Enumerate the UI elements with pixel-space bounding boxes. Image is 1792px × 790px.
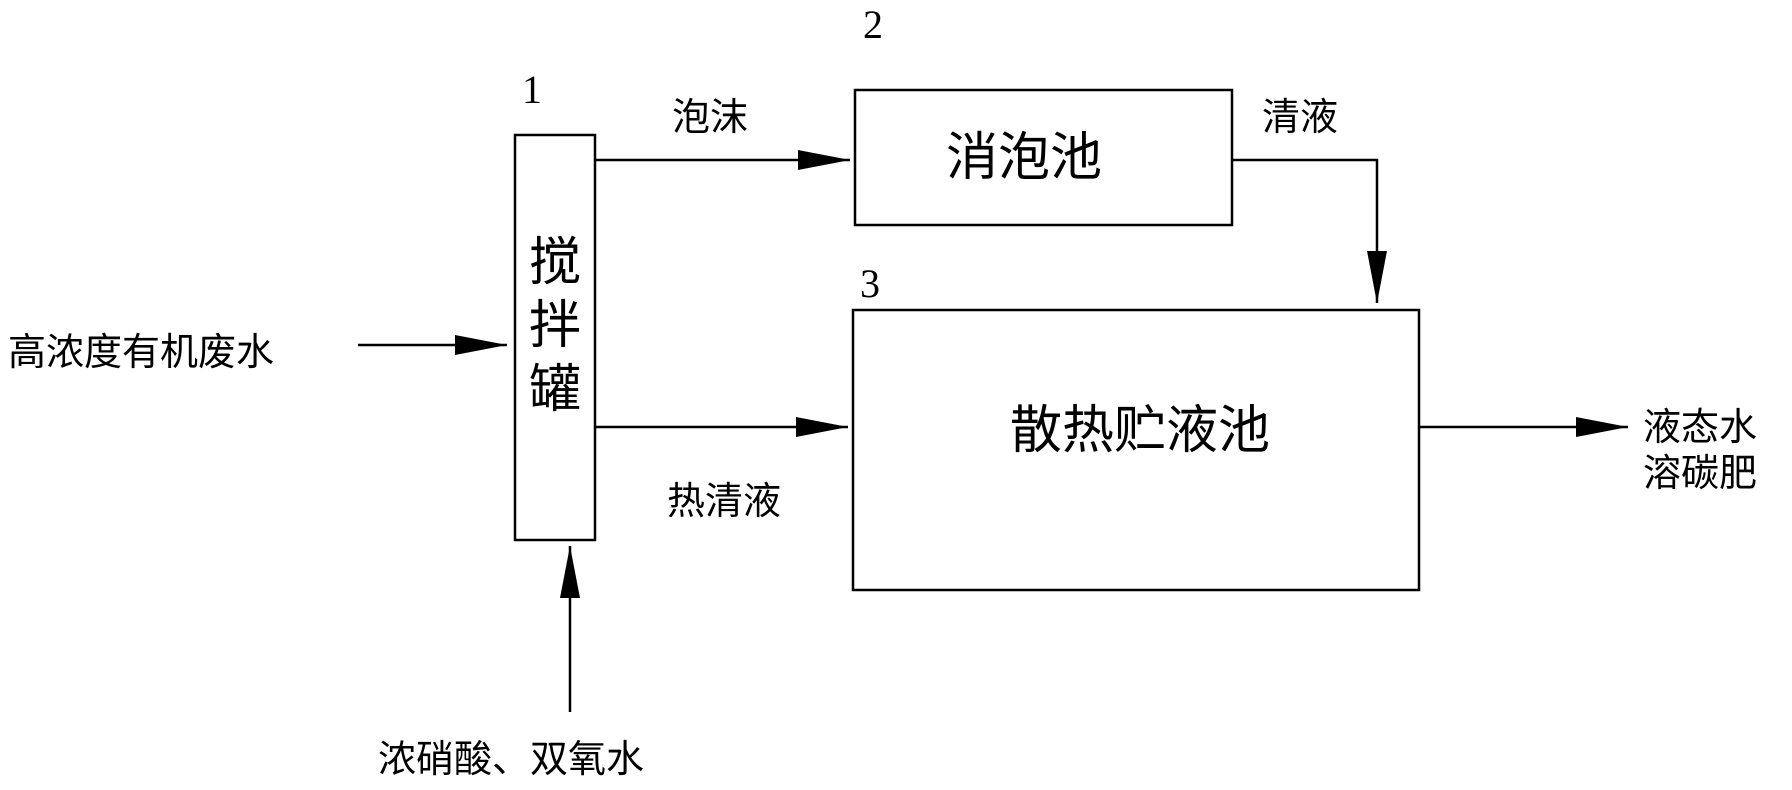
defoam-pool-box [853, 88, 1234, 227]
input-wastewater-label: 高浓度有机废水 [8, 330, 275, 374]
clear-liquid-arrow [1232, 158, 1387, 303]
stir-tank-box [513, 133, 597, 542]
stir-tank-label: 搅拌罐 [528, 233, 581, 420]
output-product-line1: 液态水 [1643, 405, 1758, 449]
output-product-line2: 溶碳肥 [1643, 450, 1758, 495]
storage-pool-box [851, 308, 1421, 592]
input-reagents-label: 浓硝酸、双氧水 [378, 737, 645, 781]
stir-tank-number: 1 [522, 67, 542, 112]
foam-label: 泡沫 [672, 95, 749, 139]
hot-clear-liquid-label: 热清液 [667, 479, 782, 523]
storage-pool-number: 3 [860, 261, 880, 306]
output-product-label: 液态水 溶碳肥 [1643, 405, 1773, 496]
clear-liquid-label: 清液 [1262, 95, 1339, 139]
storage-pool-label: 散热贮液池 [1010, 401, 1271, 461]
defoam-pool-number: 2 [863, 2, 883, 47]
defoam-pool-label: 消泡池 [946, 128, 1103, 188]
